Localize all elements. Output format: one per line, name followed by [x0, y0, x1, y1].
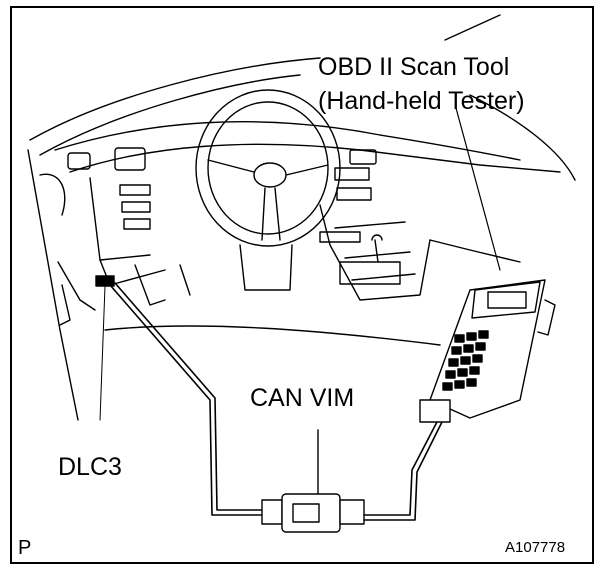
scan-tool-label-line1: OBD II Scan Tool — [318, 53, 510, 81]
vent-center-icon — [114, 147, 146, 171]
cable-vim-to-tool — [363, 419, 443, 521]
control-panel-icon — [119, 184, 151, 196]
door-frame — [27, 149, 96, 421]
windshield-lines — [29, 14, 576, 181]
leader-lines — [455, 107, 501, 271]
lexus-logo-icon — [253, 162, 287, 188]
steering-wheel — [195, 89, 341, 291]
scan-tool-device — [419, 279, 556, 423]
vent-right-icon — [349, 149, 377, 165]
can-vim-label: CAN VIM — [250, 384, 355, 412]
keypad-icon — [442, 330, 489, 391]
vent-left-icon — [67, 152, 91, 170]
gear-shifter-icon — [371, 234, 383, 263]
figure-id: A107778 — [505, 539, 566, 556]
dlc3-connector — [95, 275, 115, 421]
cable-dlc-to-vim — [109, 282, 273, 516]
dashboard — [54, 121, 561, 346]
can-vim-device — [261, 429, 365, 533]
dlc3-label: DLC3 — [58, 453, 122, 481]
scan-tool-label-line2: (Hand-held Tester) — [318, 87, 525, 115]
corner-p-label: P — [18, 537, 32, 559]
